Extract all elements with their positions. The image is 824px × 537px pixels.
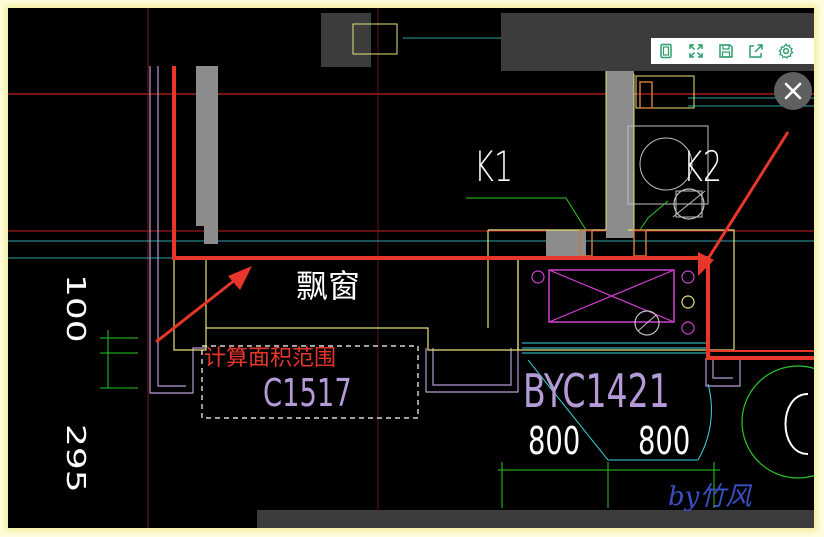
dimension-800-right: 800 — [638, 419, 691, 463]
cad-viewer-frame: K1 K2 飘窗 计算面积范围 C1517 BYC1421 800 800 10… — [8, 8, 814, 528]
fullscreen-icon — [689, 44, 703, 58]
save-button[interactable] — [711, 38, 741, 64]
fit-page-icon — [660, 43, 672, 59]
share-button[interactable] — [741, 38, 771, 64]
label-bay-window: 飘窗 — [296, 267, 361, 305]
dimension-100: 100 — [60, 274, 91, 343]
share-icon — [749, 44, 763, 58]
watermark: by竹风 — [668, 482, 752, 512]
close-icon — [784, 82, 802, 100]
label-window-c1517: C1517 — [263, 371, 352, 415]
label-calc-range: 计算面积范围 — [204, 346, 337, 371]
close-button[interactable] — [774, 72, 812, 110]
viewer-toolbar — [651, 38, 814, 64]
settings-icon — [778, 43, 794, 59]
fullscreen-button[interactable] — [681, 38, 711, 64]
save-icon — [719, 44, 733, 58]
label-window-byc1421: BYC1421 — [523, 364, 670, 418]
settings-button[interactable] — [771, 38, 801, 64]
label-k1: K1 — [474, 142, 514, 191]
label-k2: K2 — [683, 142, 723, 191]
fit-page-button[interactable] — [651, 38, 681, 64]
viewer-bottom-strip — [257, 510, 814, 528]
dimension-800-left: 800 — [528, 419, 581, 463]
dimension-295: 295 — [60, 424, 91, 493]
cad-drawing-canvas — [8, 8, 814, 528]
